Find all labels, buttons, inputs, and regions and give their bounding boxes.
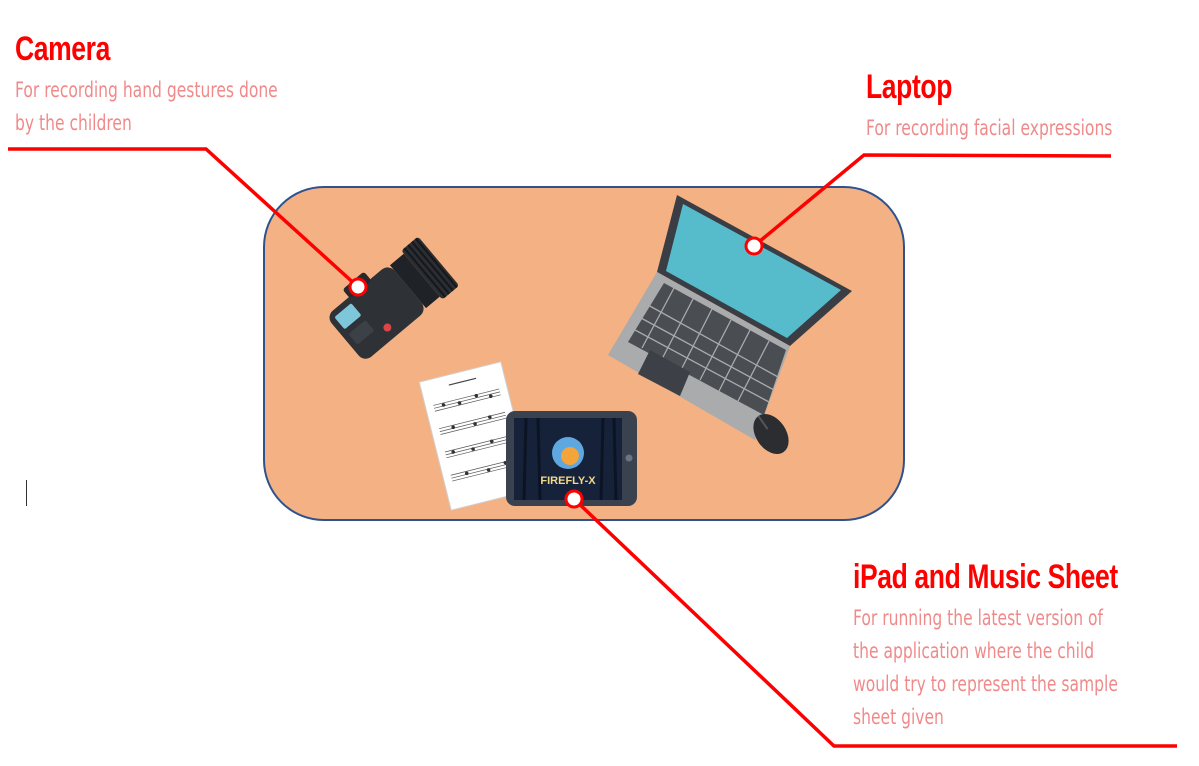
ipad-desc-line: sheet given [853, 705, 944, 729]
laptop-description: For recording facial expressions [866, 112, 1112, 145]
camera-description: For recording hand gestures done by the … [15, 74, 278, 140]
ipad-title: iPad and Music Sheet [853, 558, 1118, 596]
laptop-desc-line: For recording facial expressions [866, 116, 1113, 140]
camera-desc-line: by the children [15, 111, 132, 135]
ipad-marker [564, 489, 584, 509]
ipad-desc-line: the application where the child [853, 639, 1095, 663]
laptop-icon [608, 195, 852, 440]
camera-title: Camera [15, 30, 110, 68]
ipad-app-name: FIREFLY-X [540, 475, 596, 487]
music-sheet-icon [418, 361, 534, 511]
text-cursor [26, 480, 27, 506]
laptop-marker [744, 236, 764, 256]
camera-icon [329, 237, 458, 359]
laptop-title: Laptop [866, 68, 953, 106]
camera-desc-line: For recording hand gestures done [15, 78, 278, 102]
laptop-leader-line [752, 153, 1112, 248]
ipad-desc-line: For running the latest version of [853, 606, 1104, 630]
camera-marker [348, 277, 368, 297]
ipad-icon: FIREFLY-X [506, 411, 637, 506]
ipad-desc-line: would try to represent the sample [853, 672, 1118, 696]
mouse-icon [753, 414, 789, 454]
camera-leader-line [8, 147, 360, 289]
ipad-description: For running the latest version of the ap… [853, 602, 1118, 734]
ipad-leader-line [572, 497, 1177, 748]
